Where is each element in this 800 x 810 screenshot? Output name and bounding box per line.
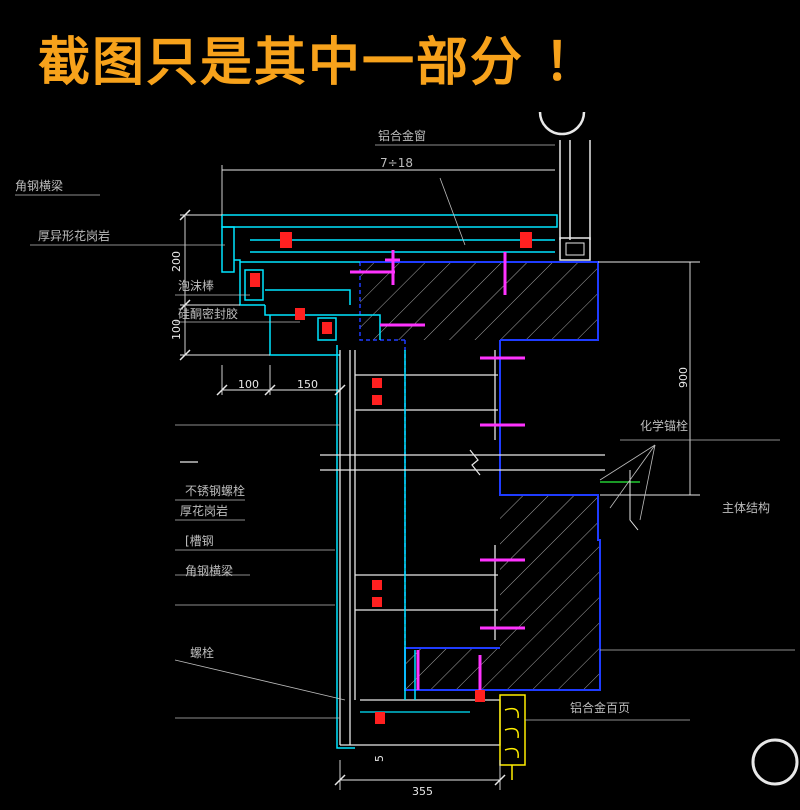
drawing-labels: 铝合金窗 7÷18 角钢横梁 厚异形花岗岩 泡沫棒 硅酮密封胶 化学锚栓 主体结… [15, 128, 770, 715]
label-thick-granite-profile: 厚异形花岗岩 [38, 228, 110, 243]
label-thick-granite: 厚花岗岩 [180, 503, 228, 518]
dim-900: 900 [677, 367, 690, 388]
label-angle-beam-2: 角钢横梁 [185, 563, 233, 578]
leader-lines [15, 144, 795, 721]
label-silicone-sealant: 硅酮密封胶 [178, 306, 238, 321]
dim-150: 150 [297, 378, 318, 391]
vertical-cladding [339, 350, 501, 746]
label-aluminum-window: 铝合金窗 [378, 128, 426, 143]
label-channel-steel: [槽钢 [185, 534, 214, 548]
label-chemical-anchor: 化学锚栓 [640, 418, 688, 433]
cyan-steel [336, 345, 416, 749]
dimension-ticks [179, 209, 506, 786]
label-angle-steel-beam: 角钢横梁 [15, 178, 63, 193]
label-aluminum-louver: 铝合金百页 [570, 700, 630, 715]
ledge-edge [629, 470, 639, 531]
aluminum-louver [499, 694, 526, 780]
banner-text: 截图只是其中一部分 ！ [38, 33, 599, 93]
label-window-width: 7÷18 [380, 156, 413, 170]
dim-200: 200 [170, 251, 183, 272]
cad-drawing: 铝合金窗 7÷18 角钢横梁 厚异形花岗岩 泡沫棒 硅酮密封胶 化学锚栓 主体结… [15, 111, 799, 798]
label-main-structure: 主体结构 [722, 500, 770, 515]
dimension-values: 200 100 100 150 900 355 5 [170, 251, 690, 798]
anchor-bolts [250, 232, 532, 724]
label-stainless-bolt: 不锈钢螺栓 [185, 483, 245, 498]
warning-banner: 截图只是其中一部分 ！ [0, 0, 800, 105]
aluminum-window-frame [538, 111, 799, 786]
break-line [180, 449, 605, 476]
dim-355: 355 [412, 785, 433, 798]
dimension-lines [180, 165, 700, 790]
dim-5: 5 [373, 755, 386, 762]
dim-100-vertical: 100 [170, 319, 183, 340]
dim-100-horizontal: 100 [238, 378, 259, 391]
label-foam-rod: 泡沫棒 [178, 279, 214, 293]
label-bolt: 螺栓 [190, 645, 214, 660]
